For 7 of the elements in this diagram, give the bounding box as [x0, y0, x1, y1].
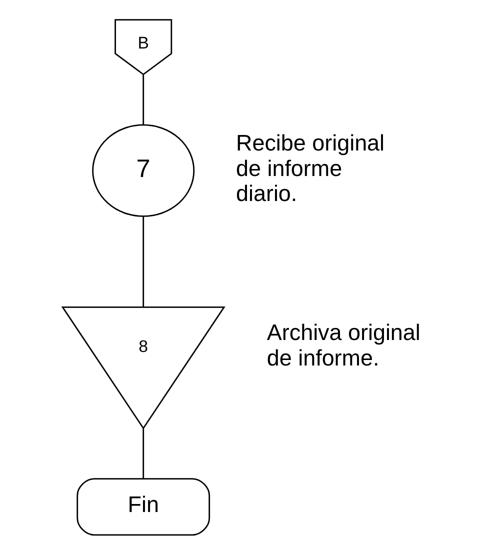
node-circle: 7	[92, 124, 194, 217]
connector	[142, 428, 144, 479]
node-label: Archiva original de informe.	[266, 320, 420, 370]
connector	[142, 74, 144, 125]
node-label: Recibe original de informe diario.	[236, 130, 384, 206]
node-box: Fin	[76, 478, 210, 536]
connector	[142, 216, 144, 308]
